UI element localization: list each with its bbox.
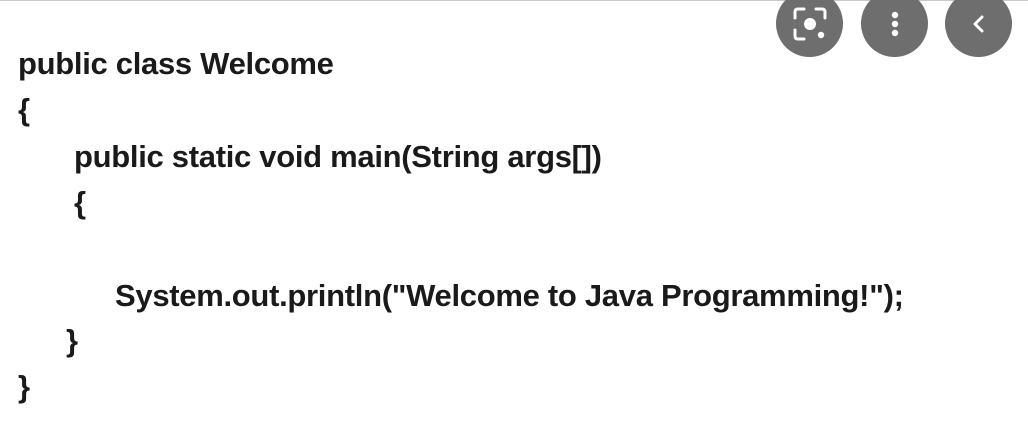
lens-icon [793,7,826,40]
visual-search-button[interactable] [776,0,843,57]
back-button[interactable] [945,0,1012,57]
top-divider [0,0,1028,1]
chevron-left-icon [973,15,983,32]
code-line: { [74,185,86,220]
code-line: System.out.println("Welcome to Java Prog… [115,278,904,313]
code-line: { [18,92,30,127]
code-line: public static void main(String args[]) [74,139,602,174]
code-line: } [18,369,30,404]
more-options-button[interactable] [861,0,928,57]
code-line: } [66,323,78,358]
more-vert-icon [891,11,898,36]
code-line: public class Welcome [18,46,334,81]
